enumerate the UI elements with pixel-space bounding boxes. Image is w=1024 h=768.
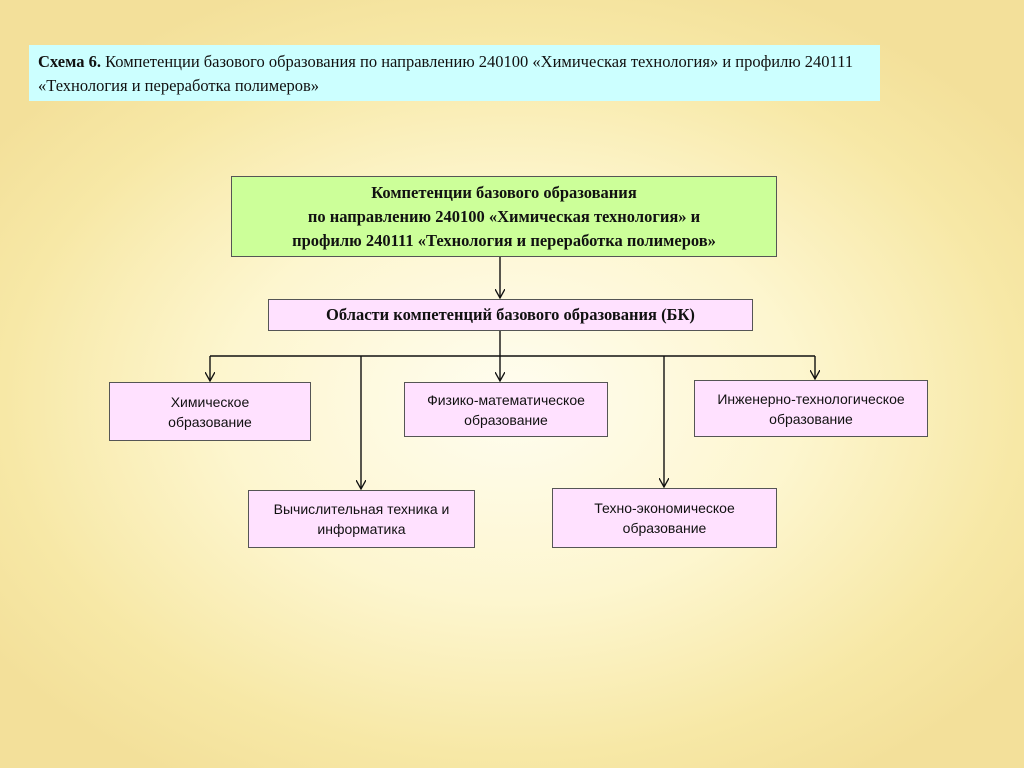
engineering-technology-education-line-2: образование	[769, 410, 853, 427]
techno-economic-education-box: Техно-экономическое образование	[552, 488, 777, 548]
computing-informatics-line-2: информатика	[317, 521, 406, 537]
chemical-education-line-2: образование	[168, 413, 252, 430]
computing-informatics-line-1: Вычислительная техника и	[273, 501, 450, 517]
engineering-technology-education-box: Инженерно-технологическое образование	[694, 380, 928, 437]
caption-label: Схема 6.	[38, 52, 101, 71]
engineering-technology-education-line-1: Инженерно-технологическое	[717, 390, 905, 407]
diagram-caption: Схема 6. Компетенции базового образовани…	[29, 45, 880, 101]
techno-economic-education-line-2: образование	[622, 520, 707, 536]
root-competencies-box: Компетенции базового образования по напр…	[231, 176, 777, 257]
physics-math-education-line-1: Физико-математическое	[427, 391, 585, 408]
competency-areas-box: Области компетенций базового образования…	[268, 299, 753, 331]
root-line-1: Компетенции базового образования	[371, 182, 637, 202]
chemical-education-box: Химическое образование	[109, 382, 311, 441]
root-line-2: по направлению 240100 «Химическая технол…	[307, 206, 701, 226]
caption-text: Компетенции базового образования по напр…	[38, 52, 854, 95]
techno-economic-education-line-1: Техно-экономическое	[594, 500, 735, 516]
competency-areas-label: Области компетенций базового образования…	[326, 305, 695, 324]
physics-math-education-line-2: образование	[464, 411, 548, 428]
computing-informatics-box: Вычислительная техника и информатика	[248, 490, 475, 548]
chemical-education-line-1: Химическое	[170, 393, 250, 410]
root-line-3: профилю 240111 «Технология и переработка…	[292, 230, 716, 250]
physics-math-education-box: Физико-математическое образование	[404, 382, 608, 437]
